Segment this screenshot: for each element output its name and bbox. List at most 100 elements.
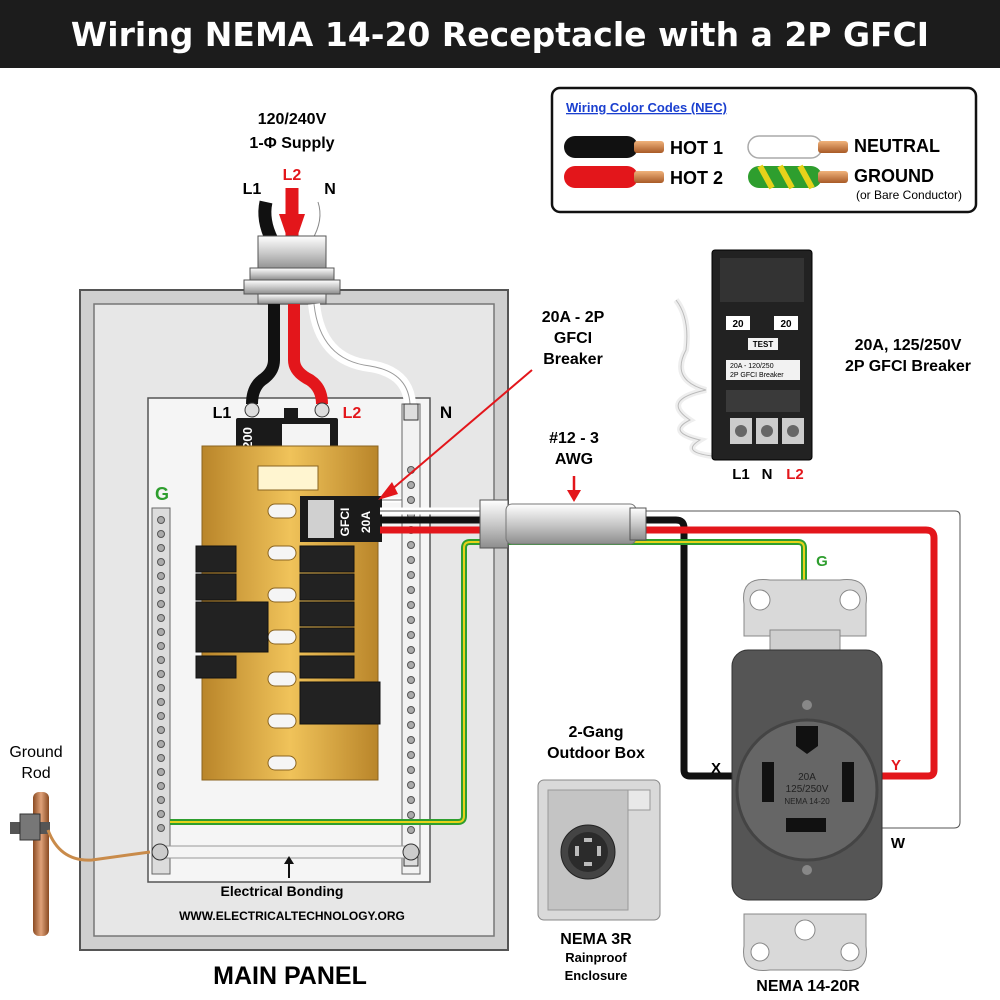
receptacle-face-2: 125/250V <box>786 784 829 795</box>
bar-screw-icon <box>157 558 165 566</box>
bar-screw-icon <box>407 676 415 684</box>
receptacle-w-label: W <box>891 835 906 852</box>
bar-screw-icon <box>157 670 165 678</box>
ground-rod-label-1: Ground <box>9 744 62 761</box>
bar-screw-icon <box>407 736 415 744</box>
supply-voltage: 120/240V <box>258 111 327 128</box>
bar-screw-icon <box>407 586 415 594</box>
bar-screw-icon <box>407 766 415 774</box>
supply-l1-wire <box>258 200 278 243</box>
legend-hot1: HOT 1 <box>670 138 723 158</box>
legend-neutral: NEUTRAL <box>854 136 940 156</box>
bar-screw-icon <box>157 544 165 552</box>
bar-screw-icon <box>157 782 165 790</box>
box-label-2: Outdoor Box <box>547 745 645 762</box>
legend-hot2: HOT 2 <box>670 168 723 188</box>
bar-screw-icon <box>157 712 165 720</box>
bar-screw-icon <box>157 810 165 818</box>
box-caption-1: NEMA 3R <box>560 931 632 948</box>
panel-l1-label: L1 <box>213 405 232 422</box>
legend-title: Wiring Color Codes (NEC) <box>566 100 727 115</box>
box-caption-3: Enclosure <box>565 968 628 983</box>
bonding-strap <box>151 843 420 878</box>
copper-tip-icon <box>818 171 848 183</box>
bar-screw-icon <box>407 571 415 579</box>
panel-l2-wire <box>288 304 328 405</box>
bar-screw-icon <box>157 516 165 524</box>
ground-electrode-conductor <box>46 829 151 862</box>
bar-screw-icon <box>157 754 165 762</box>
receptacle-x-label: X <box>711 760 721 777</box>
bonding-label: Electrical Bonding <box>221 883 344 899</box>
bar-screw-icon <box>157 824 165 832</box>
hot1-wire-swatch <box>564 136 638 158</box>
gfci-plate-line-2: 2P GFCI Breaker <box>730 372 784 379</box>
gfci-caption-2: 2P GFCI Breaker <box>845 358 971 375</box>
copper-tip-icon <box>634 171 664 183</box>
copper-tip-icon <box>634 141 664 153</box>
bar-screw-icon <box>157 768 165 776</box>
bar-screw-icon <box>407 481 415 489</box>
gfci-test-button: TEST <box>753 340 774 349</box>
bar-screw-icon <box>407 646 415 654</box>
cable-callout-1: #12 - 3 <box>549 430 599 447</box>
main-panel-caption: MAIN PANEL <box>213 962 367 990</box>
supply-n-wire <box>306 199 327 244</box>
receptacle-y-label: Y <box>891 757 901 774</box>
wire-color-legend: Wiring Color Codes (NEC) HOT 1 HOT 2 NEU… <box>550 86 978 214</box>
bar-screw-icon <box>407 631 415 639</box>
bar-screw-icon <box>157 530 165 538</box>
receptacle-face-1: 20A <box>798 772 816 783</box>
panel-l2-label: L2 <box>343 405 362 422</box>
legend-ground: GROUND <box>854 166 934 186</box>
box-label-1: 2-Gang <box>568 724 623 741</box>
supply-n-label: N <box>324 181 336 198</box>
bar-screw-icon <box>157 656 165 664</box>
lug-screw-icon <box>244 402 260 418</box>
ground-rod-label-2: Rod <box>21 765 50 782</box>
supply-phase: 1-Φ Supply <box>249 135 334 152</box>
bar-screw-icon <box>407 601 415 609</box>
bar-screw-icon <box>157 586 165 594</box>
gfci-term-l2: L2 <box>786 466 804 483</box>
conduit-fitting <box>243 235 341 305</box>
bar-screw-icon <box>407 706 415 714</box>
panel-gfci-rating: 20A <box>359 511 373 533</box>
gfci-breaker-product: 20 20 TEST 20A - 120/250 2P GFCI Breaker <box>673 249 813 461</box>
hot2-wire-swatch <box>564 166 638 188</box>
breaker-callout-2: GFCI <box>554 330 592 347</box>
arrow-icon <box>378 482 398 500</box>
bar-screw-icon <box>157 628 165 636</box>
bar-screw-icon <box>407 751 415 759</box>
panel-gfci-breaker: GFCI 20A <box>300 496 382 542</box>
supply-l2-label: L2 <box>283 167 302 184</box>
ground-rod <box>10 792 50 936</box>
box-caption-2: Rainproof <box>565 950 627 965</box>
bar-screw-icon <box>157 698 165 706</box>
main-breaker-rating: 200 <box>240 427 255 449</box>
bar-screw-icon <box>157 572 165 580</box>
page-title: Wiring NEMA 14-20 Receptacle with a 2P G… <box>0 0 1000 68</box>
cable-connector <box>479 499 647 549</box>
branch-breakers <box>195 545 381 725</box>
panel-gfci-label: GFCI <box>338 508 352 537</box>
receptacle-caption: NEMA 14-20R <box>756 978 860 995</box>
copper-tip-icon <box>818 141 848 153</box>
bar-screw-icon <box>407 796 415 804</box>
gfci-plate-line-1: 20A - 120/250 <box>730 363 774 370</box>
gfci-term-n: N <box>762 466 773 483</box>
arrow-down-icon <box>567 490 581 502</box>
bar-screw-icon <box>407 616 415 624</box>
breaker-callout-1: 20A - 2P <box>542 309 605 326</box>
panel-l1-wire <box>246 304 280 405</box>
gfci-rating-right: 20 <box>780 319 792 330</box>
outdoor-box <box>537 779 661 921</box>
bar-screw-icon <box>407 811 415 819</box>
bar-screw-icon <box>407 556 415 564</box>
bar-screw-icon <box>157 684 165 692</box>
bar-screw-icon <box>407 781 415 789</box>
bar-screw-icon <box>407 661 415 669</box>
bar-screw-icon <box>407 826 415 834</box>
